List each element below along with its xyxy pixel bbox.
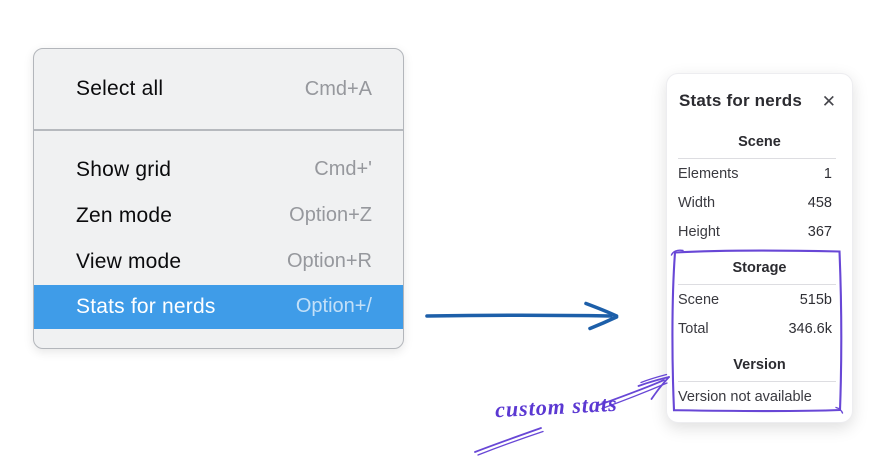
- stat-label: Elements: [678, 165, 739, 182]
- section-divider: [678, 158, 836, 159]
- menu-item-label: Stats for nerds: [76, 294, 216, 318]
- stats-panel-title: Stats for nerds: [679, 91, 802, 110]
- menu-item-stats-for-nerds[interactable]: Stats for nerds Option+/: [34, 284, 403, 329]
- stat-value: 367: [807, 223, 832, 240]
- stats-panel: Stats for nerds ✕ Scene Elements 1 Width…: [666, 73, 853, 423]
- flow-arrow: [425, 301, 619, 331]
- stat-value: 515b: [799, 291, 832, 308]
- stat-row-elements: Elements 1: [667, 159, 852, 188]
- stat-label: Height: [678, 223, 720, 240]
- menu-item-label: Select all: [76, 77, 164, 100]
- stat-label: Scene: [678, 291, 720, 308]
- context-menu: Select all Cmd+A Show grid Cmd+' Zen mod…: [33, 48, 404, 349]
- close-icon[interactable]: ✕: [821, 91, 836, 111]
- section-heading-scene: Scene: [738, 134, 781, 150]
- section-heading-version: Version: [733, 357, 786, 373]
- stat-row-height: Height 367: [667, 217, 852, 246]
- menu-item-label: View mode: [76, 249, 182, 273]
- stat-row-scene-size: Scene 515b: [667, 285, 852, 314]
- menu-item-label: Zen mode: [76, 203, 173, 227]
- menu-item-shortcut: Cmd+': [314, 158, 372, 180]
- menu-item-zen-mode[interactable]: Zen mode Option+Z: [34, 193, 403, 239]
- stat-value: 346.6k: [788, 320, 832, 337]
- menu-item-shortcut: Option+Z: [289, 204, 372, 226]
- menu-item-select-all[interactable]: Select all Cmd+A: [34, 49, 403, 129]
- stat-row-total-size: Total 346.6k: [667, 314, 852, 343]
- stat-value: 1: [823, 165, 832, 182]
- stat-row-width: Width 458: [667, 188, 852, 217]
- menu-item-shortcut: Cmd+A: [304, 77, 372, 100]
- menu-item-view-mode[interactable]: View mode Option+R: [34, 239, 403, 285]
- menu-item-shortcut: Option+/: [295, 295, 372, 317]
- annotation-label: custom stats: [494, 390, 619, 423]
- menu-item-shortcut: Option+R: [286, 250, 372, 272]
- stats-panel-header: Stats for nerds ✕: [667, 88, 852, 114]
- menu-item-show-grid[interactable]: Show grid Cmd+': [34, 147, 403, 193]
- version-note: Version not available: [678, 388, 812, 405]
- stat-value: 458: [807, 194, 832, 211]
- stat-label: Total: [678, 320, 709, 337]
- menu-spacer: [34, 131, 403, 147]
- stat-label: Width: [678, 194, 716, 211]
- menu-divider: [34, 129, 403, 131]
- menu-item-label: Show grid: [76, 157, 172, 181]
- section-heading-storage: Storage: [732, 260, 787, 276]
- annotation-arrow: [474, 373, 670, 456]
